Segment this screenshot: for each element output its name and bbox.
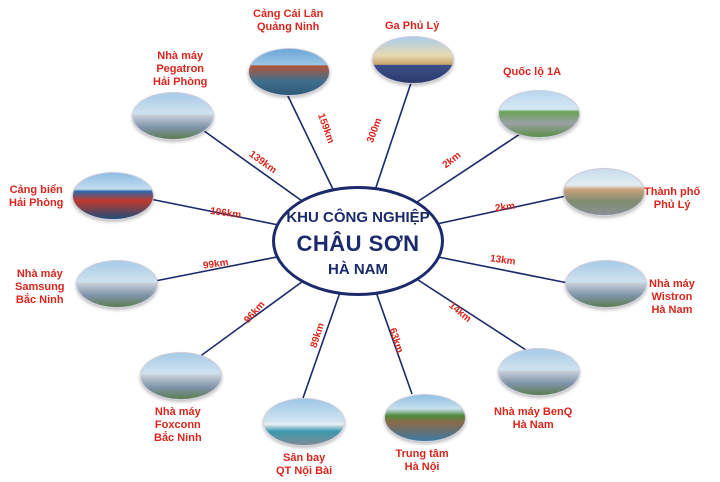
destination-label-line: Pegatron — [156, 63, 205, 75]
factory-photo — [76, 260, 158, 308]
destination-label-line: Quốc lộ 1A — [503, 66, 562, 78]
destination-label-line: Thành phố — [644, 186, 701, 198]
destination-label-line: Samsung — [15, 281, 65, 293]
destination-label-line: Nhà máy BenQ — [494, 406, 573, 418]
destination-label: Ga Phủ Lý — [385, 20, 439, 33]
factory-photo — [565, 260, 647, 308]
destination-label-line: Hà Nội — [404, 461, 440, 473]
destination-label-line: Nhà máy — [154, 406, 201, 418]
destination-label-line: Wistron — [651, 291, 693, 303]
factory-photo — [132, 92, 214, 140]
seaport-photo — [72, 172, 154, 220]
port-photo — [248, 48, 330, 96]
destination-label-line: Phủ Lý — [653, 199, 691, 211]
destination-label-line: Cảng biển — [9, 184, 63, 196]
hub-title-line3: HÀ NAM — [328, 261, 388, 278]
destination-label-line: Nhà máy — [16, 268, 63, 280]
destination-label-line: Foxconn — [154, 419, 201, 431]
destination-label: Quốc lộ 1A — [503, 66, 561, 79]
city-photo — [563, 168, 645, 216]
destination-label-line: Cảng Cái Lân — [253, 8, 324, 20]
highway-photo — [498, 90, 580, 138]
destination-label-line: Hải Phòng — [9, 197, 64, 209]
destination-label-line: Quảng Ninh — [256, 21, 320, 33]
factory-photo — [498, 348, 580, 396]
destination-label-line: QT Nội Bài — [276, 465, 333, 477]
destination-label-line: Nhà máy — [649, 278, 695, 290]
temple-photo — [384, 394, 466, 442]
destination-label-line: Bắc Ninh — [154, 432, 202, 444]
destination-label-line: Hà Nam — [512, 419, 554, 431]
train-station-photo — [372, 36, 454, 84]
hub-title-line2: CHÂU SƠN — [296, 231, 420, 256]
factory-photo — [140, 352, 222, 400]
destination-label-line: Nhà máy — [157, 50, 204, 62]
destination-label-line: Hải Phòng — [153, 76, 208, 88]
hub-ellipse: KHU CÔNG NGHIỆP CHÂU SƠN HÀ NAM — [272, 186, 444, 296]
distance-label: 2km — [494, 200, 516, 214]
airport-photo — [263, 398, 345, 446]
destination-label-line: Trung tâm — [395, 448, 449, 460]
destination-label-line: Hà Nam — [651, 304, 693, 316]
destination-label-line: Sân bay — [283, 452, 326, 464]
hub-title-line1: KHU CÔNG NGHIỆP — [286, 209, 430, 226]
destination-label-line: Ga Phủ Lý — [385, 20, 440, 32]
destination-label-line: Bắc Ninh — [15, 294, 64, 306]
